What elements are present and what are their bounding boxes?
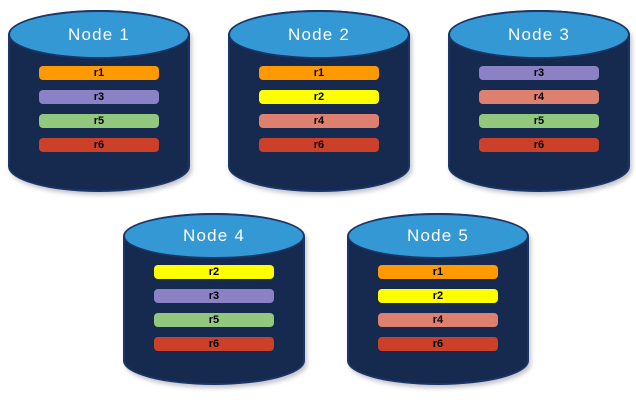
replica-bar-r2[interactable]: r2 (377, 289, 499, 303)
replica-bar-r4[interactable]: r4 (377, 313, 499, 327)
replica-bar-r6[interactable]: r6 (377, 337, 499, 351)
replica-list: r1 r2 r4 r6 (347, 265, 529, 351)
replica-bar-r4[interactable]: r4 (478, 90, 600, 104)
cylinder-top-icon (347, 213, 529, 260)
replica-bar-r6[interactable]: r6 (258, 138, 380, 152)
replica-list: r1 r2 r4 r6 (228, 66, 410, 152)
replica-bar-r3[interactable]: r3 (478, 66, 600, 80)
replica-list: r3 r4 r5 r6 (448, 66, 630, 152)
replica-bar-r3[interactable]: r3 (153, 289, 275, 303)
replica-list: r2 r3 r5 r6 (123, 265, 305, 351)
replica-bar-r5[interactable]: r5 (478, 114, 600, 128)
cylinder-top-icon (123, 213, 305, 260)
replica-bar-r1[interactable]: r1 (377, 265, 499, 279)
cylinder-top-icon (228, 10, 410, 60)
replica-bar-r5[interactable]: r5 (38, 114, 160, 128)
replica-list: r1 r3 r5 r6 (8, 66, 190, 152)
replica-bar-r4[interactable]: r4 (258, 114, 380, 128)
cylinder-top-icon (448, 10, 630, 60)
replica-bar-r6[interactable]: r6 (38, 138, 160, 152)
replica-bar-r5[interactable]: r5 (153, 313, 275, 327)
replica-bar-r1[interactable]: r1 (38, 66, 160, 80)
replica-bar-r6[interactable]: r6 (478, 138, 600, 152)
replica-bar-r2[interactable]: r2 (153, 265, 275, 279)
replica-bar-r1[interactable]: r1 (258, 66, 380, 80)
cylinder-top-icon (8, 10, 190, 60)
replica-bar-r2[interactable]: r2 (258, 90, 380, 104)
replica-bar-r3[interactable]: r3 (38, 90, 160, 104)
replica-bar-r6[interactable]: r6 (153, 337, 275, 351)
